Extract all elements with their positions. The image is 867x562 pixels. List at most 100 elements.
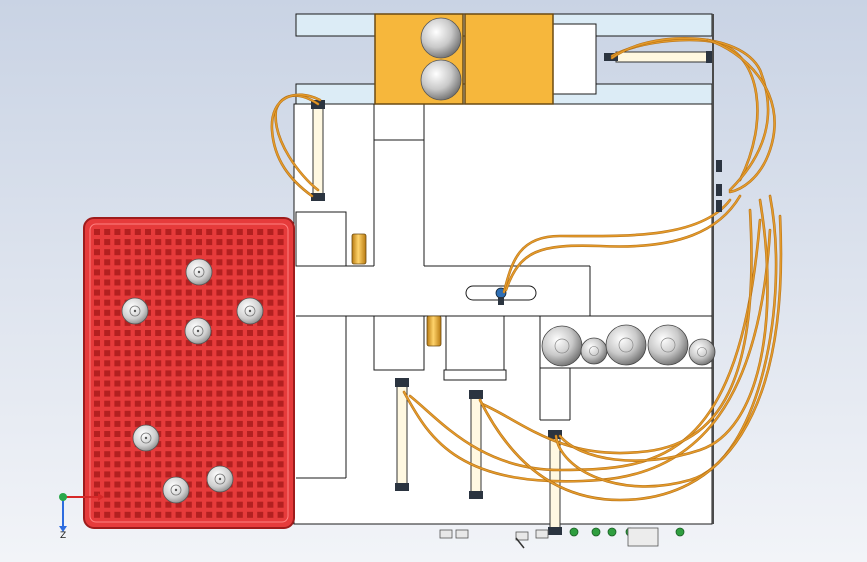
plate-hole [226,289,233,296]
plate-hole [226,380,233,387]
cable [409,219,761,471]
plate-hole [277,451,284,458]
plate-hole [185,451,192,458]
plate-hole [124,229,131,235]
plate-hole [175,229,182,235]
plate-hole [267,390,274,397]
plate-hole [236,239,243,246]
knob-center [170,484,182,496]
plate-hole [114,299,121,306]
plate-hole [165,330,172,336]
plate-hole [124,259,131,266]
plate-hole [134,410,141,417]
plate-hole [216,461,223,468]
plate-hole [206,360,213,367]
plate-hole [257,471,264,478]
plate-hole [247,441,253,448]
plate-hole [247,461,253,468]
plate-hole [124,279,131,286]
plate-hole [267,431,274,437]
plate-hole [155,229,162,235]
plate-hole [196,239,202,246]
plate-hole [114,400,121,407]
plate-hole [94,461,100,468]
cable-bundle [270,37,783,502]
plate-hole [94,239,100,246]
plate-hole [226,451,233,458]
plate-hole [185,431,192,437]
plate-hole [236,491,243,498]
plate-hole [94,441,100,448]
plate-hole [267,299,274,306]
plate-hole [145,249,151,256]
plate-hole [267,259,274,266]
plate-hole [134,461,141,468]
plate-hole [155,319,162,326]
plate-hole [134,481,141,488]
plate-hole [247,239,253,246]
plate-hole [206,340,213,347]
plate-hole [94,289,100,296]
plate-hole [236,420,243,427]
plate-hole [216,229,223,235]
plate-hole [257,420,264,427]
plate-hole [216,360,223,367]
plate-hole [134,249,141,256]
plate-hole [277,471,284,478]
plate-hole [114,289,121,296]
plate-hole [155,360,162,367]
green-fitting-icon [607,527,617,537]
perforated-plate [83,217,295,529]
plate-hole [247,471,253,478]
plate-hole [104,501,111,508]
plate-hole [145,239,151,246]
plate-hole [124,340,131,347]
plate-hole [257,481,264,488]
cable [271,93,321,197]
plate-hole [155,461,162,468]
plate-hole [206,249,213,256]
plate-hole [134,420,141,427]
plate-hole [134,229,141,235]
plate-hole [155,451,162,458]
plate-hole [104,350,111,357]
plate-hole [165,400,172,407]
cable [403,229,771,482]
plate-hole [145,269,151,276]
plate-hole [206,380,213,387]
plate-hole [94,269,100,276]
plate-hole [267,491,274,498]
plate-hole [145,451,151,458]
knob-dot [197,270,201,274]
plate-hole [165,319,172,326]
plate-hole [216,330,223,336]
plate-hole [124,461,131,468]
plate-hole [206,511,213,518]
plate-hole [114,350,121,357]
plate-hole [277,410,284,417]
plate-hole [247,491,253,498]
plate-hole [196,451,202,458]
plate-hole [94,299,100,306]
plate-hole [257,340,264,347]
bottom-lever [515,537,525,549]
plate-hole [216,269,223,276]
plate-hole [124,441,131,448]
plate-hole [114,239,121,246]
plate-hole [196,350,202,357]
coordinate-triad-icon [59,493,104,532]
plate-hole [114,441,121,448]
plate-hole [145,380,151,387]
plate-hole [145,420,151,427]
plate-hole [145,511,151,518]
cylinder-icon [312,107,324,195]
plate-hole [155,249,162,256]
plate-hole [94,491,100,498]
plate-hole [175,309,182,316]
plate-hole [216,279,223,286]
plate-hole [155,370,162,377]
plate-hole [114,259,121,266]
plate-hole [134,269,141,276]
